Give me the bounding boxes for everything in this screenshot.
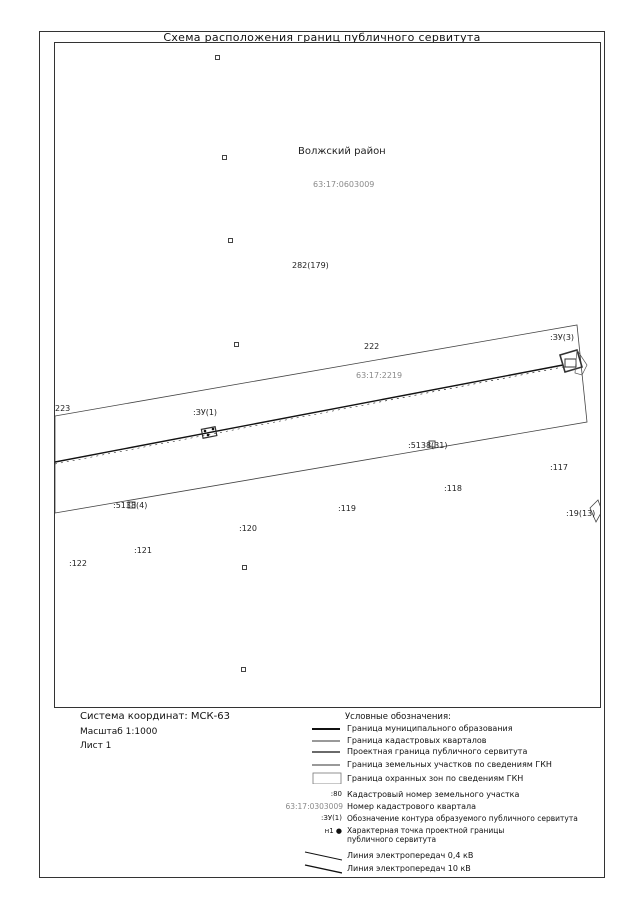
map-drawing <box>55 324 600 523</box>
parcel-label[interactable]: :120 <box>239 524 257 533</box>
legend-text: Линия электропередач 0,4 кВ <box>347 851 474 860</box>
parcel-5138-4-square <box>127 501 136 509</box>
coord-system-text: Система координат: МСК-63 <box>80 711 230 722</box>
legend-symbol-char-point-label: н1 <box>324 827 334 835</box>
parcel-label[interactable]: :19(13) <box>566 509 596 518</box>
legend-symbol-block-number: 63:17:0303009 <box>285 802 343 811</box>
point-marker <box>228 238 233 243</box>
page-title: Схема расположения границ публичного сер… <box>163 31 481 44</box>
legend-item: Линия электропередач 0,4 кВ <box>300 850 600 862</box>
legend-text: Характерная точка проектной границы публ… <box>347 826 505 844</box>
legend-symbol-powerline-04 <box>304 851 342 861</box>
legend-title: Условные обозначения: <box>345 712 451 722</box>
parcel-5138-31-square <box>428 440 436 448</box>
scale-text: Масштаб 1:1000 <box>80 727 158 737</box>
legend-item: :ЗУ(1) Обозначение контура образуемого п… <box>300 813 600 825</box>
parcel-label[interactable]: :119 <box>338 504 356 513</box>
legend-text: Проектная граница публичного сервитута <box>347 747 528 756</box>
legend-symbol-land-parcel <box>312 764 340 766</box>
sheet-number-text: Лист 1 <box>80 741 112 751</box>
legend-text: Номер кадастрового квартала <box>347 802 477 811</box>
point-marker <box>242 565 247 570</box>
legend-symbol-servitude-border <box>312 751 340 753</box>
legend-item: Линия электропередач 10 кВ <box>300 863 600 875</box>
parcel-label[interactable]: :121 <box>134 546 152 555</box>
legend-text: Граница муниципального образования <box>347 724 513 733</box>
block-number-label: 63:17:0603009 <box>313 180 375 189</box>
legend-symbol-municipal <box>312 728 340 730</box>
parcel-label[interactable]: 222 <box>364 342 380 351</box>
legend-text: Граница охранных зон по сведениям ГКН <box>347 774 524 783</box>
legend-text: Граница земельных участков по сведениям … <box>347 760 552 769</box>
sheet-frame <box>39 31 605 878</box>
block-number-label: 63:17:2219 <box>356 371 403 380</box>
power-line <box>55 364 564 463</box>
legend-symbol-servitude-contour: :ЗУ(1) <box>320 814 342 822</box>
parcel-label[interactable]: :118 <box>444 484 462 493</box>
servitude-label-zu1[interactable]: :ЗУ(1) <box>193 408 218 417</box>
parcel-label[interactable]: 223 <box>55 404 71 413</box>
power-line-dash <box>55 366 564 465</box>
servitude-label-zu3[interactable]: :ЗУ(3) <box>550 333 575 342</box>
legend-symbol-cadastral-block <box>312 740 340 742</box>
legend-item: 63:17:0303009 Номер кадастрового квартал… <box>255 801 600 813</box>
district-label: Волжский район <box>298 146 386 157</box>
servitude-contour-zu3 <box>559 348 588 376</box>
legend-item: Граница кадастровых кварталов <box>300 735 600 747</box>
parcel-label[interactable]: :5138(4) <box>113 501 148 510</box>
legend-symbol-parcel-number: :80 <box>330 790 342 798</box>
legend-item: Граница муниципального образования <box>300 723 600 735</box>
protection-zone <box>55 324 588 514</box>
parcel-19-13-shape <box>589 499 600 523</box>
parcel-label[interactable]: :117 <box>550 463 568 472</box>
legend-item: н1 ● Характерная точка проектной границы… <box>300 825 600 847</box>
legend-text: Линия электропередач 10 кВ <box>347 864 471 873</box>
legend-item: Граница охранных зон по сведениям ГКН <box>300 772 600 786</box>
legend-text: Кадастровый номер земельного участка <box>347 790 520 799</box>
point-marker <box>215 55 220 60</box>
legend-symbol-char-point: н1 ● <box>324 827 342 835</box>
parcel-label[interactable]: :122 <box>69 559 87 568</box>
point-marker <box>234 342 239 347</box>
servitude-contour-zu1 <box>200 426 218 439</box>
legend-text: Граница кадастровых кварталов <box>347 736 487 745</box>
legend-item: Граница земельных участков по сведениям … <box>300 759 600 771</box>
map-area[interactable]: Волжский район 63:17:0603009 282(179) 22… <box>54 42 601 708</box>
legend-symbol-protection-zone <box>312 772 342 784</box>
point-marker <box>241 667 246 672</box>
legend-text: Обозначение контура образуемого публично… <box>347 814 578 823</box>
point-marker <box>222 155 227 160</box>
parcel-label[interactable]: 282(179) <box>292 261 329 270</box>
legend-item: Проектная граница публичного сервитута <box>300 746 600 758</box>
parcel-label[interactable]: :5138(31) <box>408 441 448 450</box>
legend-symbol-powerline-10 <box>304 864 342 874</box>
legend-item: :80 Кадастровый номер земельного участка <box>300 789 600 801</box>
